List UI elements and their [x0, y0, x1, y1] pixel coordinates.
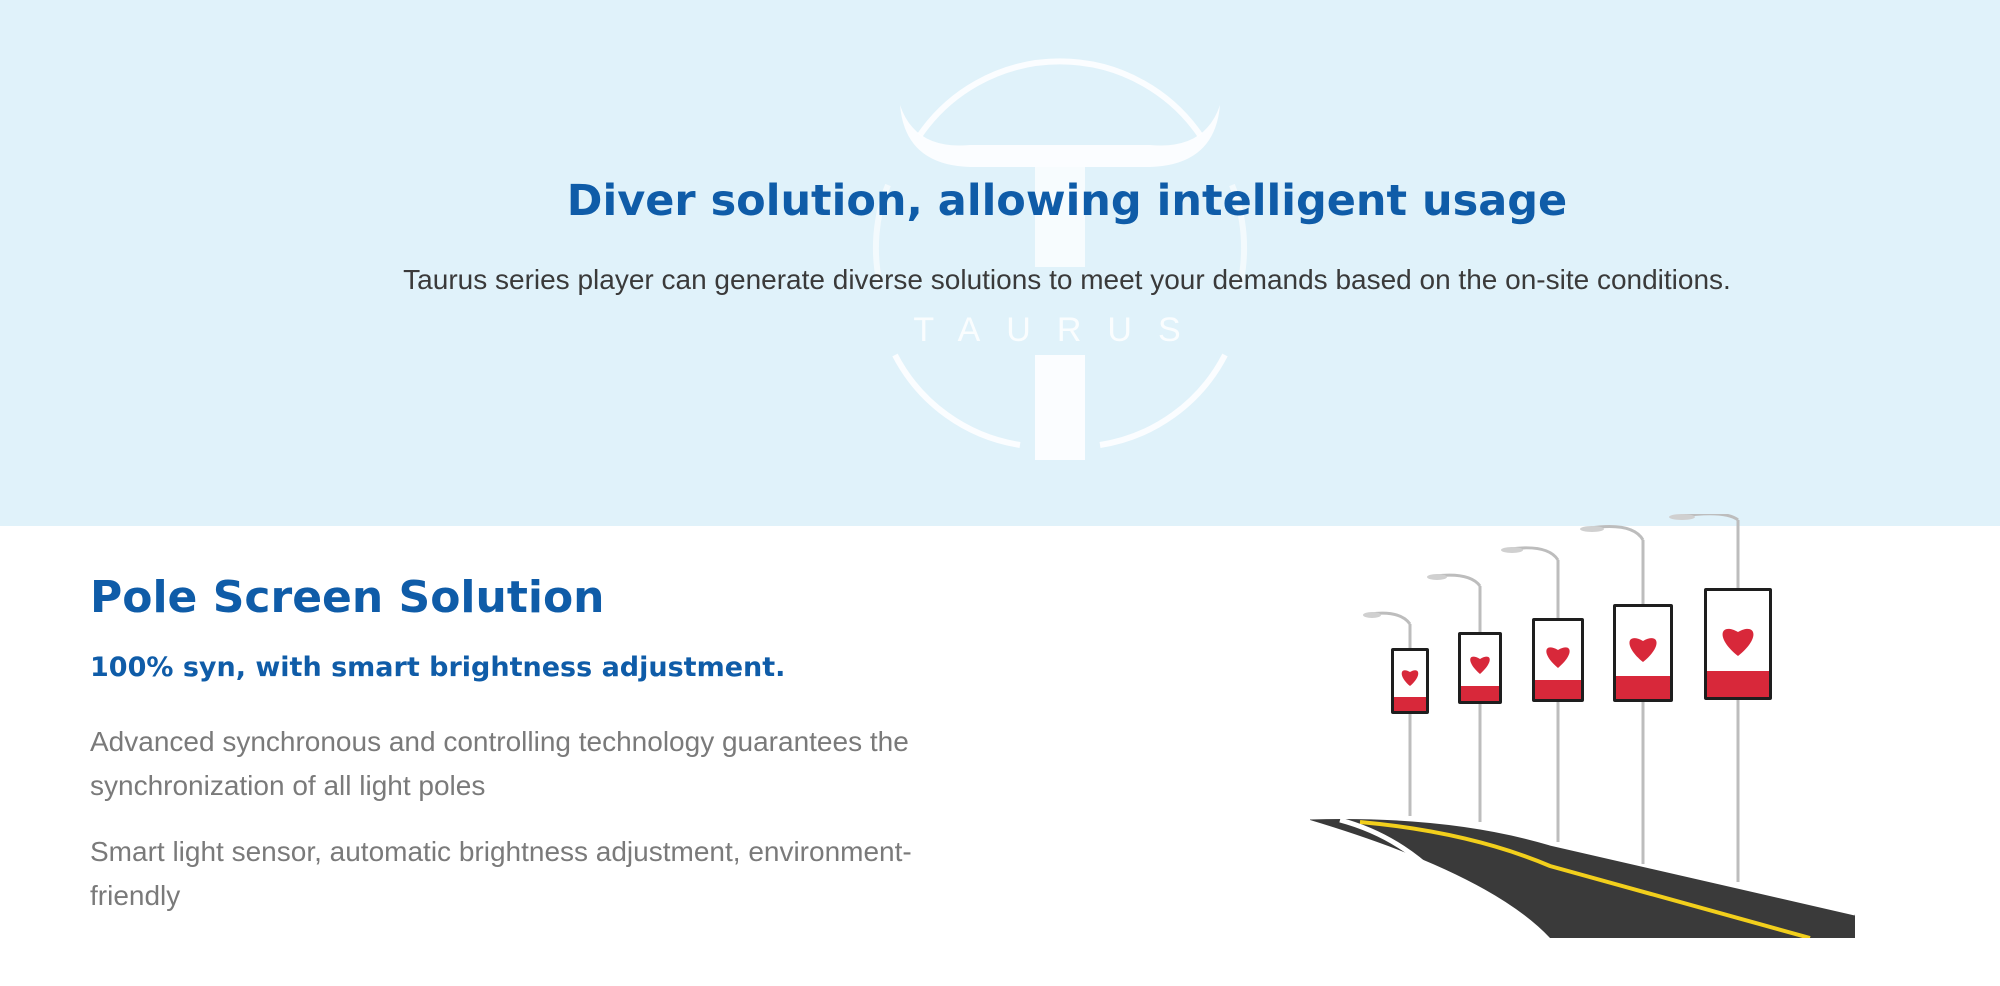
hero-title: Diver solution, allowing intelligent usa…: [566, 176, 1568, 226]
pole-screen: [1458, 632, 1502, 704]
light-pole: [1363, 611, 1429, 816]
pole-screens-road-illustration: [1309, 514, 1856, 938]
feature-paragraph: Advanced synchronous and controlling tec…: [90, 726, 909, 801]
section-title: Pole Screen Solution: [90, 572, 605, 623]
hero-banner: TAURUS Diver solution, allowing intellig…: [0, 0, 2000, 526]
section-subtitle: 100% syn, with smart brightness adjustme…: [90, 652, 786, 683]
hero-subtitle: Taurus series player can generate divers…: [403, 264, 1731, 295]
pole-screen: [1532, 618, 1584, 702]
light-pole: [1580, 525, 1673, 864]
pole-screen: [1391, 648, 1429, 714]
feature-paragraph: Smart light sensor, automatic brightness…: [90, 836, 912, 911]
pole-screen: [1704, 588, 1772, 700]
light-pole: [1501, 546, 1584, 842]
light-pole: [1427, 573, 1502, 822]
svg-text:TAURUS: TAURUS: [913, 311, 1206, 349]
light-pole: [1669, 514, 1772, 882]
road: [1310, 817, 1855, 938]
pole-screen: [1613, 604, 1673, 702]
taurus-logo-watermark: TAURUS: [872, 58, 1248, 460]
